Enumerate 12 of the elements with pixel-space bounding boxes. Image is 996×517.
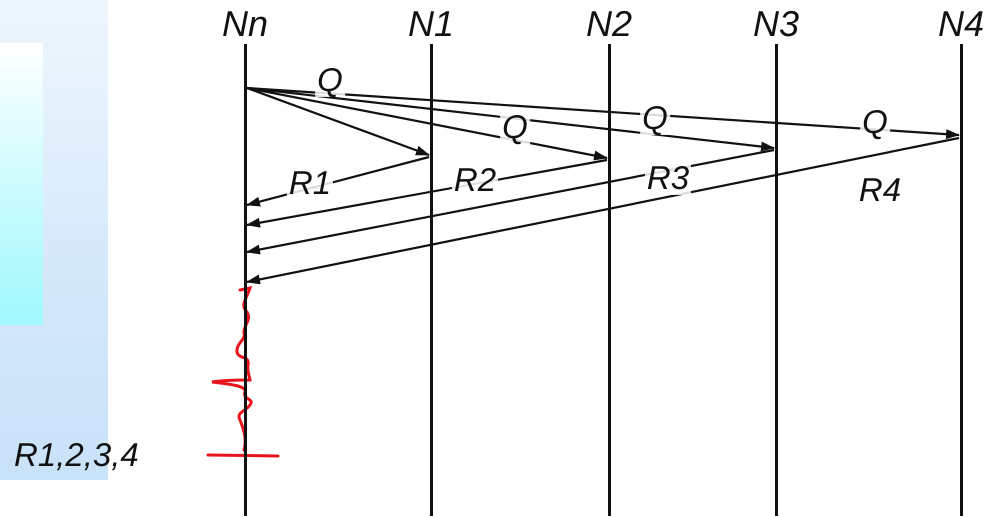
arrow <box>246 136 960 284</box>
arrow <box>246 86 608 160</box>
lifeline-title: N4 <box>938 6 984 42</box>
lifeline-title: Nn <box>222 6 268 42</box>
arrow <box>246 86 775 152</box>
arrow <box>246 86 960 140</box>
arrow <box>246 148 774 254</box>
arrow <box>246 86 430 156</box>
lifeline-title: N1 <box>408 6 454 42</box>
lifeline-title: N3 <box>752 6 800 42</box>
annotation-text: R1,2,3,4 <box>14 437 139 473</box>
lifeline-title: N2 <box>586 6 632 42</box>
